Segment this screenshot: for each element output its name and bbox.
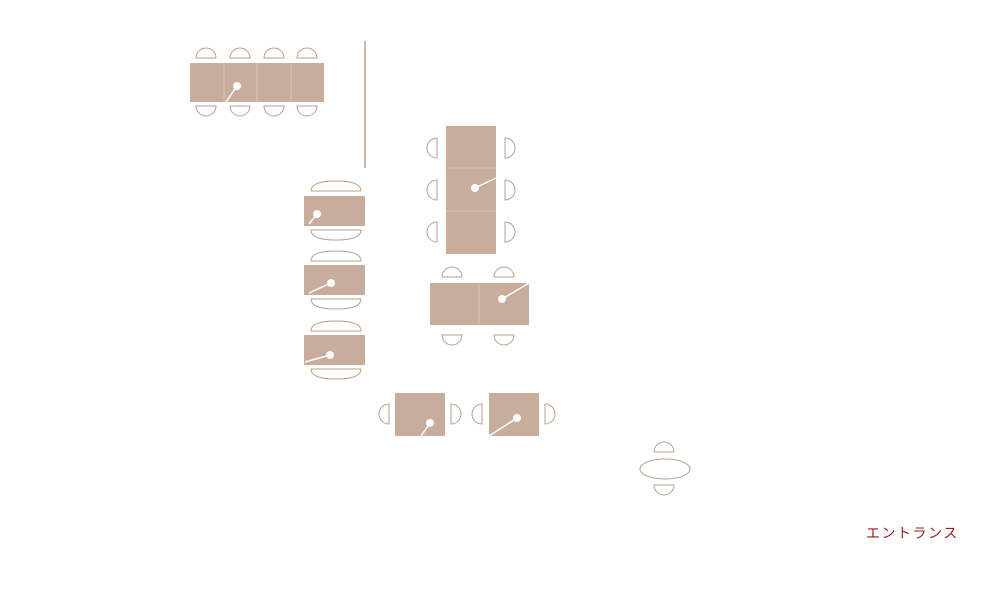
chair (493, 334, 515, 346)
table-group-4 (304, 320, 365, 380)
table-group-8 (471, 393, 556, 437)
chair (263, 47, 285, 59)
table-top (395, 393, 445, 436)
pin-marker (233, 82, 241, 90)
table-group-1 (190, 47, 324, 117)
table-group-6 (430, 266, 530, 346)
bench (310, 180, 362, 192)
table-top (489, 393, 539, 436)
chair (426, 137, 438, 159)
chair (441, 266, 463, 278)
bench (310, 320, 362, 332)
chair (493, 266, 515, 278)
bench (310, 368, 362, 380)
bench (310, 298, 362, 310)
chair (378, 403, 390, 425)
pin-line (488, 417, 518, 437)
table-top (304, 335, 365, 365)
pin-line (501, 282, 530, 300)
chair (471, 403, 483, 425)
bench (310, 250, 362, 262)
round-seat-group (639, 441, 691, 496)
entrance-label: エントランス (866, 526, 959, 542)
round-table (639, 458, 691, 480)
table-group-7 (378, 393, 462, 437)
chair (195, 105, 217, 117)
chair (450, 403, 462, 425)
table-group-3 (304, 250, 365, 310)
chair (263, 105, 285, 117)
chair (504, 137, 516, 159)
chair (229, 47, 251, 59)
chair (229, 105, 251, 117)
chair (426, 179, 438, 201)
pin-marker (498, 295, 506, 303)
bench (310, 229, 362, 241)
pin-marker (327, 279, 335, 287)
pin-marker (426, 419, 434, 427)
table-top (304, 196, 365, 226)
chair (426, 221, 438, 243)
table-group-2 (304, 180, 365, 241)
chair (504, 221, 516, 243)
chair (653, 484, 675, 496)
chair (296, 47, 318, 59)
chair (544, 403, 556, 425)
pin-marker (326, 351, 334, 359)
chair (195, 47, 217, 59)
chair (296, 105, 318, 117)
table-top (446, 126, 496, 254)
chair (441, 334, 463, 346)
pin-line (304, 354, 331, 363)
pin-line (308, 282, 332, 294)
chair (504, 179, 516, 201)
pin-marker (471, 184, 479, 192)
pin-marker (513, 414, 521, 422)
pin-marker (313, 210, 321, 218)
table-group-5 (426, 126, 516, 254)
chair (653, 441, 675, 453)
